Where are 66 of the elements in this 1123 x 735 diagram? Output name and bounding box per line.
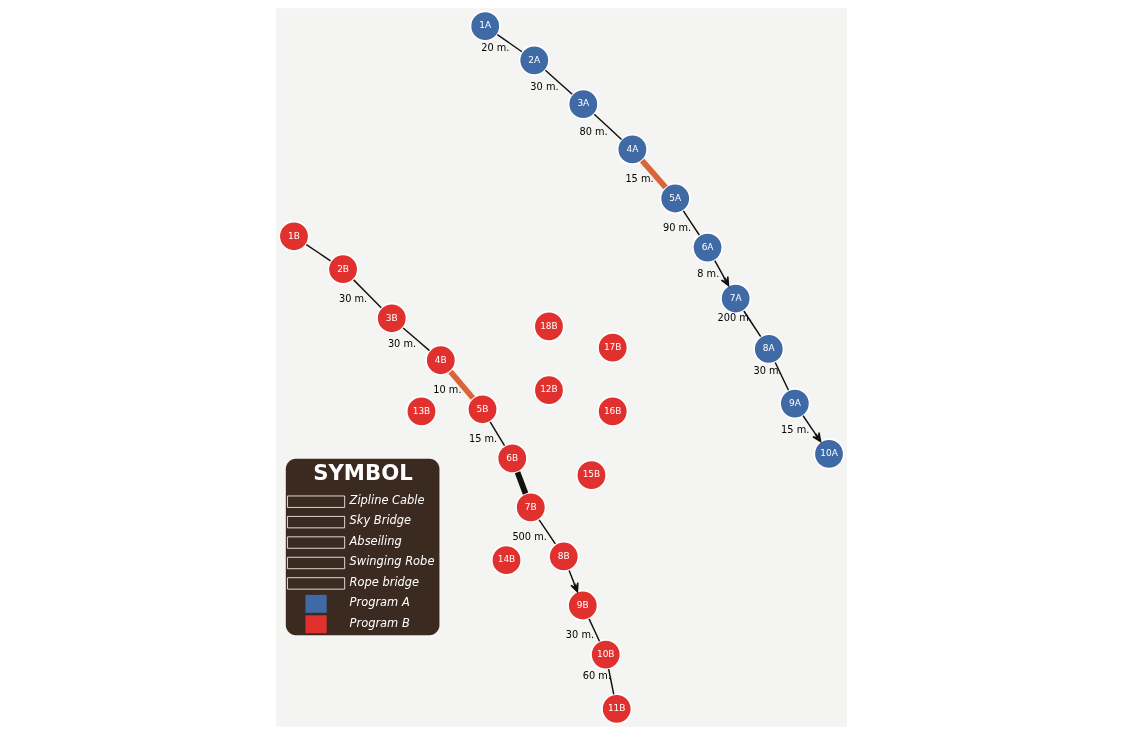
arrow bbox=[568, 569, 579, 593]
edge-label: 500 m. bbox=[512, 530, 547, 542]
edge-label: 8 m. bbox=[697, 268, 720, 280]
connector bbox=[682, 210, 701, 236]
legend-label: Program A bbox=[349, 595, 410, 610]
connector bbox=[352, 279, 382, 309]
node-circle: 11B bbox=[601, 693, 633, 725]
edge-label: 80 m. bbox=[579, 125, 608, 137]
edge-label: 30 m. bbox=[387, 338, 417, 350]
node-circle: 9B bbox=[567, 589, 599, 622]
label: SYMBOL bbox=[313, 459, 413, 485]
arrow bbox=[802, 415, 822, 443]
node-circle: 5B bbox=[467, 393, 499, 425]
node-circle: 1A bbox=[469, 10, 501, 42]
edge-label: 20 m. bbox=[481, 42, 510, 54]
connector bbox=[448, 369, 476, 400]
connector bbox=[639, 158, 668, 190]
node-circle: 2B bbox=[327, 253, 359, 285]
node-circle: 10A bbox=[813, 438, 845, 470]
edge-label: 15 m. bbox=[468, 432, 498, 444]
edge-label: 15 m. bbox=[781, 424, 810, 436]
connector bbox=[593, 113, 623, 141]
node-circle: 1B bbox=[278, 220, 310, 252]
node-circle: 3B bbox=[376, 302, 408, 334]
node-circle: 15B bbox=[575, 459, 607, 491]
node-circle: 8A bbox=[753, 333, 785, 365]
node-circle: 14B bbox=[490, 544, 522, 576]
node-circle: 8B bbox=[548, 540, 580, 572]
legend-label: Abseiling bbox=[349, 533, 402, 548]
connector bbox=[588, 618, 601, 642]
legend-label: Sky Bridge bbox=[349, 513, 412, 528]
edge-label: 60 m. bbox=[582, 669, 612, 681]
edge-label: 90 m. bbox=[662, 221, 692, 233]
node-circle: 6A bbox=[692, 232, 724, 264]
edge-label: 10 m. bbox=[433, 383, 462, 395]
edge-label: 15 m. bbox=[625, 172, 654, 184]
node-circle: 4B bbox=[425, 344, 457, 376]
connector bbox=[544, 69, 573, 96]
node-circle: 17B bbox=[597, 332, 629, 364]
node-circle: 4A bbox=[616, 133, 648, 165]
connector bbox=[538, 519, 557, 545]
edge-label: 30 m. bbox=[338, 292, 368, 304]
legend-label: Swinging Robe bbox=[349, 554, 435, 569]
connector bbox=[514, 471, 529, 495]
arrow bbox=[714, 259, 730, 287]
legend-label: Rope bridge bbox=[349, 574, 420, 589]
node-circle: 16B bbox=[597, 395, 629, 427]
node-circle: 18B bbox=[533, 310, 565, 342]
legend-label: Zipline Cable bbox=[349, 492, 425, 507]
node-circle: 6B bbox=[496, 442, 528, 474]
node-circle: 5A bbox=[659, 183, 691, 215]
connector bbox=[489, 421, 506, 447]
connector bbox=[402, 327, 431, 352]
node-circle: 3A bbox=[567, 88, 599, 120]
connector bbox=[496, 33, 523, 53]
edge-label: 30 m. bbox=[565, 628, 595, 640]
node-circle: 12B bbox=[533, 374, 565, 406]
legend-label: Program B bbox=[349, 615, 410, 630]
node-circle: 7B bbox=[515, 491, 547, 523]
node-circle: 9A bbox=[779, 388, 811, 420]
node-circle: 10B bbox=[590, 639, 622, 671]
node-circle: 2A bbox=[518, 44, 550, 76]
edge-label: 30 m. bbox=[530, 81, 559, 93]
connector bbox=[607, 668, 615, 695]
node-circle: 13B bbox=[405, 395, 437, 427]
connector bbox=[305, 243, 332, 262]
